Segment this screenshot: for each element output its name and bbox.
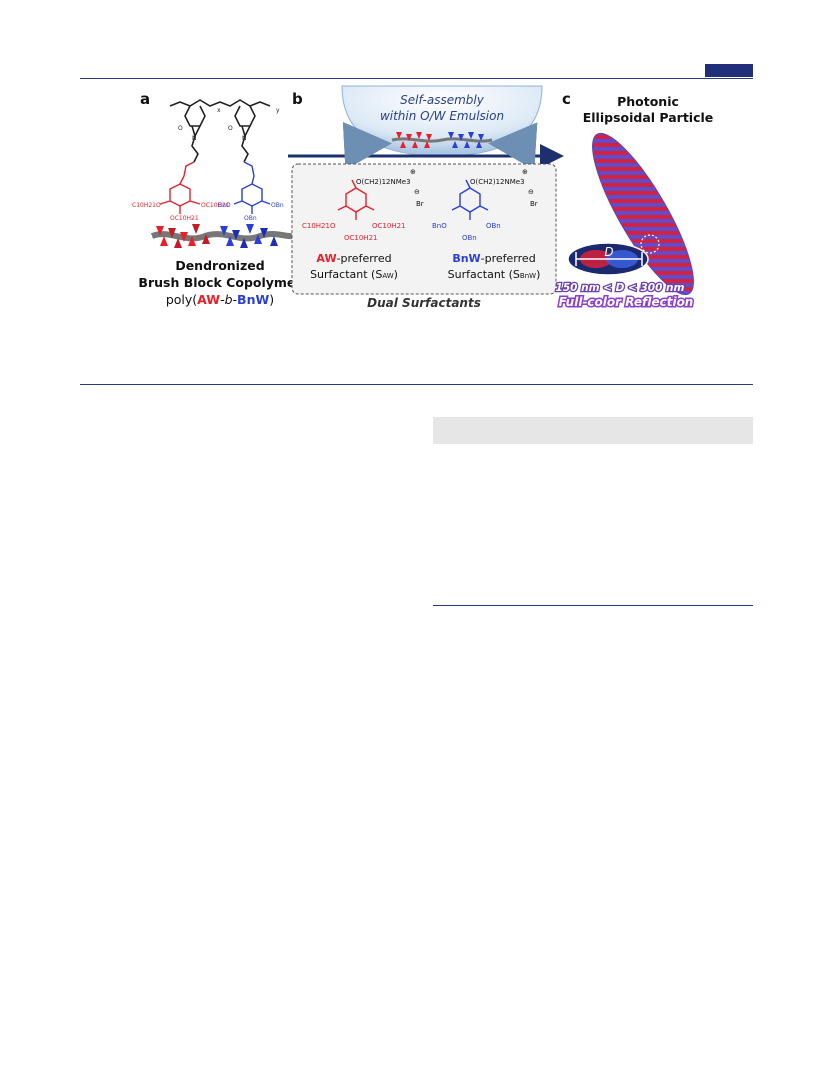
label-o-left: O	[178, 125, 183, 132]
figure-bottom-rule	[80, 384, 753, 385]
bnw-surf-minus: ⊖	[528, 188, 534, 196]
dual-surfactant-box	[291, 163, 557, 295]
bnw-side-chain	[233, 161, 271, 214]
aw-surf-plus: ⊕	[410, 168, 416, 176]
panel-c-title-2: Ellipsoidal Particle	[583, 110, 714, 125]
bnw-surf-plus: ⊕	[522, 168, 528, 176]
bnw-surf-obn-right: OBn	[486, 222, 501, 230]
panel-a-letter: a	[140, 90, 150, 108]
panel-c-letter: c	[562, 90, 571, 108]
bnw-surf-label: Surfactant (SBnW)	[448, 268, 541, 281]
aw-surf-c10: C10H21O	[302, 222, 336, 230]
header-tab	[705, 64, 753, 77]
polymer-backbone-structure	[169, 99, 271, 163]
aw-side-chain	[159, 161, 201, 214]
label-n-right: N	[242, 135, 247, 142]
aw-surf-label: Surfactant (SAW)	[310, 268, 398, 281]
aw-label-right: OC10H21	[201, 202, 230, 209]
panel-a-polymer-name: poly(AW-b-BnW)	[166, 292, 274, 307]
bnw-surf-obn-bottom: OBn	[462, 234, 477, 242]
label-n-left: N	[192, 135, 197, 142]
brush-polymer-cartoon	[150, 224, 293, 248]
aw-surf-oc10-bottom: OC10H21	[344, 234, 377, 242]
bnw-label-bottom: OBn	[244, 215, 257, 222]
size-range-label: 150 nm < D < 300 nm	[556, 282, 685, 294]
sub-y: y	[276, 107, 280, 114]
bnw-surfactant-structure	[451, 179, 489, 220]
aw-label-bottom: OC10H21	[170, 215, 199, 222]
sub-x: x	[217, 107, 221, 114]
emulsion-brush-cartoon	[391, 132, 493, 148]
bnw-surf-head: O(CH2)12NMe3	[470, 178, 525, 186]
panel-a-title-1: Dendronized	[175, 258, 264, 273]
aw-surf-oc10-right: OC10H21	[372, 222, 405, 230]
dual-surfactants-label: Dual Surfactants	[367, 296, 481, 310]
aw-label-left: C10H21O	[132, 202, 161, 209]
emulsion-label-1: Self-assembly	[400, 93, 485, 107]
aw-surf-head: O(CH2)12NMe3	[356, 178, 411, 186]
label-o-right: O	[228, 125, 233, 132]
cross-section-inset	[567, 234, 660, 276]
figure: a x y O N O N C10H21O OC10H21 OC10H21 Bn…	[132, 85, 714, 311]
aw-surf-name: AW-preferred	[316, 252, 391, 265]
header-rule	[80, 78, 753, 79]
bnw-surf-name: BnW-preferred	[452, 252, 535, 265]
bnw-label-left: BnO	[218, 202, 231, 209]
aw-surf-minus: ⊖	[414, 188, 420, 196]
photonic-ellipsoid	[592, 132, 694, 296]
emulsion-label-2: within O/W Emulsion	[380, 109, 504, 123]
d-label: D	[604, 245, 613, 259]
aw-surf-br: Br	[416, 200, 424, 208]
panel-c-title-1: Photonic	[617, 94, 679, 109]
panel-b-letter: b	[292, 90, 303, 108]
bnw-surf-br: Br	[530, 200, 538, 208]
bnw-label-right: OBn	[271, 202, 284, 209]
sidebar-box-rule	[433, 605, 753, 606]
panel-a-title-2: Brush Block Copolymer	[138, 275, 302, 290]
aw-surfactant-structure	[337, 179, 375, 220]
bnw-surf-bno: BnO	[432, 222, 447, 230]
full-color-label: Full-color Reflection	[559, 295, 694, 309]
sidebar-box-header	[433, 417, 753, 444]
